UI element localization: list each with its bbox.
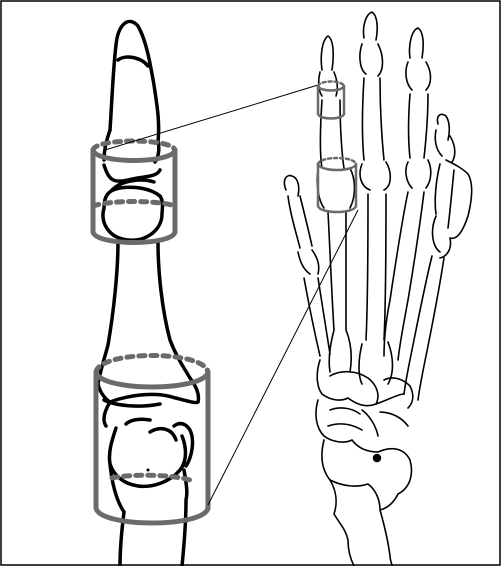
talus-foramen	[374, 455, 381, 462]
joint-dot	[147, 469, 150, 472]
